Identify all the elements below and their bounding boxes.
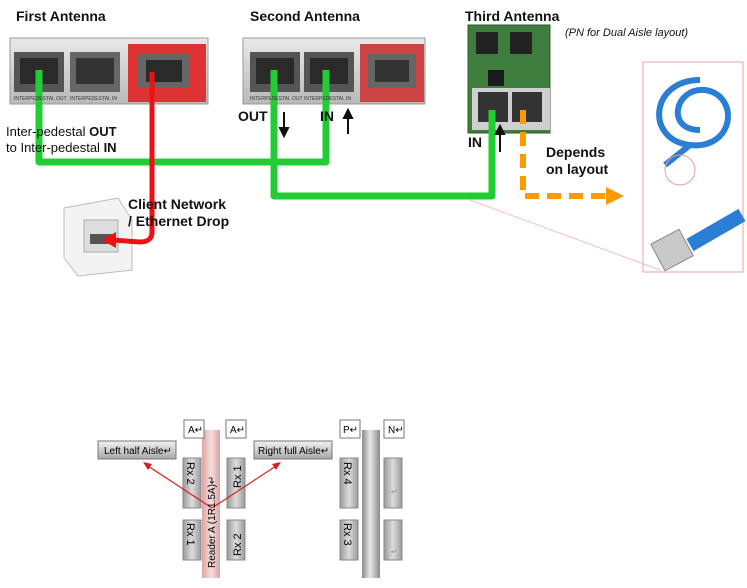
rx1-bottom-label: Rx 1 [184, 523, 196, 546]
left-half-aisle-box [97, 440, 177, 460]
rx3-side-tile [383, 519, 403, 561]
port-label-out: INTERPEDESTAL OUT [14, 96, 67, 102]
interpedestal-note-line1: Inter-pedestal OUT [6, 124, 117, 139]
right-full-aisle-box [253, 440, 333, 460]
rx2-top-label: Rx 2 [184, 462, 196, 485]
client-network-line1: Client Network [128, 196, 227, 212]
interpedestal-note-line2: to Inter-pedestal IN [6, 140, 117, 155]
third-in-up-arrow [494, 123, 506, 152]
box-n-label: N↵ [388, 425, 404, 436]
box-a2-label: A↵ [230, 425, 245, 436]
third-antenna-title: Third Antenna [465, 8, 560, 24]
red-arrow-head [102, 232, 116, 248]
rx4-tile [339, 457, 359, 509]
third-antenna-board [467, 24, 551, 134]
box-n [383, 419, 405, 439]
pn-bar [362, 430, 380, 578]
first-antenna-title: First Antenna [16, 8, 106, 24]
port-third-out [512, 92, 542, 122]
second-antenna-title: Second Antenna [250, 8, 360, 24]
right-full-aisle-label: Right full Aisle↵ [258, 446, 329, 457]
orange-arrow-head [606, 187, 624, 205]
rx2-bottom-label: Rx 2 [232, 533, 244, 556]
box-a1 [183, 419, 205, 439]
orange-cable-depends [520, 110, 606, 199]
box-a1-label: A↵ [188, 425, 203, 436]
client-network-line2: / Ethernet Drop [128, 213, 230, 229]
pn-note: (PN for Dual Aisle layout) [565, 27, 689, 39]
box-a2 [225, 419, 247, 439]
rx4-side-tile [383, 457, 403, 509]
depends-line2: on layout [546, 161, 609, 177]
rx3-tile [339, 519, 359, 561]
in-label: IN [320, 108, 334, 124]
red-cable-client-network [111, 72, 155, 245]
arrow-to-left-half [143, 462, 213, 509]
rx1-top-label: Rx 1 [232, 465, 244, 488]
arrow-to-right-full [211, 462, 281, 509]
rx3-label: Rx 3 [341, 523, 353, 546]
port-label-out-2: INTERPEDESTAL OUT [250, 96, 303, 102]
green-cable-first-to-second [35, 70, 330, 166]
box-p [339, 419, 361, 439]
box-p-label: P↵ [343, 425, 358, 436]
rx2-bottom-tile [226, 519, 246, 561]
depends-line1: Depends [546, 144, 606, 160]
rx4-side-mark: ↵ [391, 489, 397, 496]
rx2-top-tile [182, 457, 202, 509]
rx1-bottom-tile [182, 519, 202, 561]
rx4-label: Rx 4 [341, 462, 353, 485]
port-label-in-2: INTERPEDESTAL IN [304, 96, 351, 102]
green-cable-second-to-third [270, 70, 496, 200]
second-antenna-panel [242, 37, 426, 105]
left-half-aisle-label: Left half Aisle↵ [104, 446, 172, 457]
ethernet-cable-inset [469, 61, 746, 273]
out-down-arrow [278, 112, 290, 139]
reader-a-bar [202, 430, 220, 578]
out-label: OUT [238, 108, 268, 124]
port-label-in: INTERPEDESTAL IN [70, 96, 117, 102]
wall-jack-icon [63, 197, 133, 277]
reader-a-label: Reader A (1R1.5A)↵ [207, 476, 218, 568]
in-up-arrow [342, 107, 354, 134]
third-in-label: IN [468, 134, 482, 150]
first-antenna-panel [9, 37, 209, 105]
rx3-side-mark: ↵ [391, 549, 397, 556]
